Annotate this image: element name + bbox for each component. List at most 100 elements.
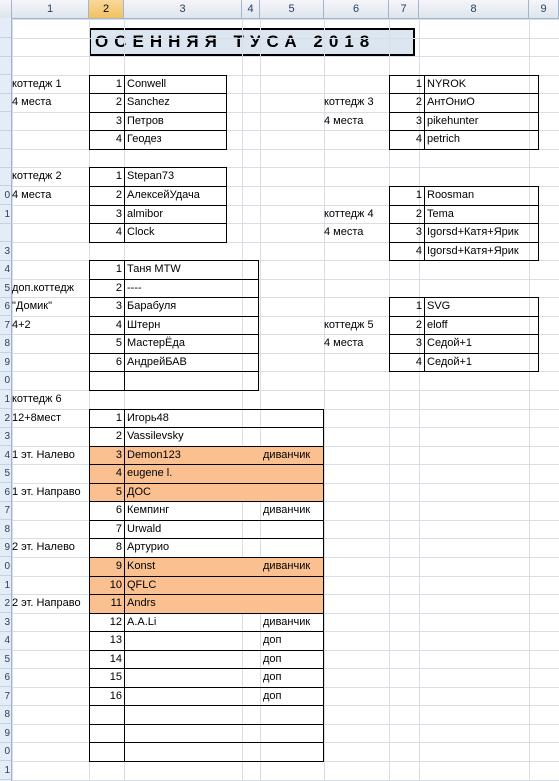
column-header-4[interactable]: 4 — [242, 0, 260, 18]
row-header[interactable] — [0, 75, 11, 94]
row-header[interactable] — [0, 93, 11, 113]
list-item-name[interactable] — [124, 668, 263, 687]
row-header[interactable] — [0, 130, 11, 150]
row-header[interactable]: 6 — [0, 483, 11, 502]
list-item-name[interactable]: Stepan73 — [127, 170, 175, 183]
row-header[interactable]: 3 — [0, 427, 11, 447]
row-header[interactable]: 0 — [0, 371, 11, 391]
list-item-note[interactable]: доп — [263, 634, 282, 647]
list-item-name[interactable]: Артурио — [127, 541, 170, 554]
list-item-number[interactable]: 2 — [415, 318, 422, 331]
list-item-name[interactable]: АнтОниО — [427, 96, 475, 109]
domik-quote[interactable]: "Домик" — [12, 300, 53, 313]
list-item-number[interactable]: 4 — [115, 133, 122, 146]
list-item-number[interactable]: 12 — [109, 615, 122, 628]
row-header[interactable] — [0, 223, 11, 243]
row-header[interactable]: 8 — [0, 520, 11, 539]
list-item-number[interactable]: 2 — [115, 188, 122, 201]
list-item-number[interactable]: 3 — [115, 207, 122, 220]
list-item-number[interactable]: 3 — [115, 300, 122, 313]
domik-label[interactable]: доп.коттедж — [12, 281, 74, 294]
list-item-number[interactable]: 14 — [109, 652, 122, 665]
column-header-2[interactable]: 2 — [89, 0, 124, 18]
list-item-number[interactable]: 6 — [115, 504, 122, 517]
floor-label[interactable]: 2 эт. Направо — [12, 597, 81, 610]
list-item-number[interactable]: 13 — [109, 634, 122, 647]
row-header[interactable]: 7 — [0, 687, 11, 706]
corner-header[interactable] — [0, 0, 12, 18]
list-item-number[interactable]: 16 — [109, 689, 122, 702]
list-item-name[interactable]: Roosman — [427, 188, 475, 201]
list-item-name[interactable]: Tema — [427, 207, 454, 220]
row-header[interactable]: 6 — [0, 297, 11, 317]
list-item-name[interactable]: Петров — [127, 114, 164, 127]
row-header[interactable]: 1 — [0, 576, 11, 595]
row-header[interactable]: 3 — [0, 242, 11, 261]
list-item-name[interactable]: ---- — [127, 281, 142, 294]
list-item-name[interactable]: SVG — [427, 300, 451, 313]
cottage3-places[interactable]: 4 места — [324, 114, 364, 127]
floor-label[interactable]: 1 эт. Направо — [12, 485, 81, 498]
list-item-number[interactable]: 2 — [115, 281, 122, 294]
cottage5-label[interactable]: коттедж 5 — [324, 318, 374, 331]
list-item-name[interactable]: ДОС — [127, 485, 151, 498]
cottage1-places[interactable]: 4 места — [12, 96, 52, 109]
cottage4-label[interactable]: коттедж 4 — [324, 207, 374, 220]
list-item-name[interactable]: Igorsd+Катя+Ярик — [427, 244, 519, 257]
list-item-number[interactable]: 9 — [115, 559, 122, 572]
list-item-name[interactable]: Andrs — [127, 597, 156, 610]
domik-places[interactable]: 4+2 — [12, 318, 31, 331]
list-item-number[interactable]: 7 — [115, 522, 122, 535]
list-item-name[interactable] — [124, 631, 263, 650]
row-header[interactable]: 5 — [0, 464, 11, 484]
list-item-name[interactable]: Седой+1 — [427, 337, 473, 350]
list-item-number[interactable]: 1 — [115, 263, 122, 276]
row-header[interactable]: 3 — [0, 613, 11, 632]
row-header[interactable] — [0, 38, 11, 57]
list-item-number[interactable]: 4 — [415, 355, 422, 368]
row-header[interactable]: 2 — [0, 409, 11, 428]
row-header[interactable]: 4 — [0, 631, 11, 651]
cottage2-label[interactable]: коттедж 2 — [12, 170, 62, 183]
list-item-number[interactable]: 4 — [415, 133, 422, 146]
cottage3-label[interactable]: коттедж 3 — [324, 96, 374, 109]
list-item-note[interactable]: диванчик — [263, 615, 311, 628]
list-item-name[interactable]: Konst — [127, 559, 156, 572]
page-title[interactable]: ОСЕННЯЯ ТУСА 2018 — [89, 28, 415, 56]
row-header[interactable]: 9 — [0, 724, 11, 743]
row-header[interactable]: 8 — [0, 705, 11, 725]
list-item-number[interactable]: 1 — [115, 77, 122, 90]
cottage4-places[interactable]: 4 места — [324, 226, 364, 239]
list-item-note[interactable]: диванчик — [263, 448, 311, 461]
list-item-number[interactable]: 3 — [115, 448, 122, 461]
cottage5-places[interactable]: 4 места — [324, 337, 364, 350]
row-header[interactable]: 0 — [0, 186, 11, 205]
row-header[interactable]: 1 — [0, 205, 11, 224]
list-item-number[interactable]: 10 — [109, 578, 122, 591]
column-header-6[interactable]: 6 — [324, 0, 389, 18]
row-header[interactable]: 4 — [0, 260, 11, 280]
cottage6-places[interactable]: 12+8мест — [12, 411, 61, 424]
row-header[interactable]: 8 — [0, 334, 11, 354]
list-item-note[interactable]: диванчик — [263, 504, 311, 517]
row-header[interactable] — [0, 56, 11, 76]
cottage2-places[interactable]: 4 места — [12, 188, 52, 201]
row-header[interactable] — [0, 112, 11, 131]
list-item-number[interactable]: 1 — [115, 411, 122, 424]
list-item-note[interactable]: доп — [263, 652, 282, 665]
list-item-number[interactable]: 11 — [110, 597, 122, 610]
list-item-name[interactable]: Таня MTW — [127, 263, 181, 276]
list-item-number[interactable]: 3 — [115, 114, 122, 127]
list-item-name[interactable]: Urwald — [127, 522, 162, 535]
list-item-note[interactable]: доп — [263, 689, 282, 702]
list-item-number[interactable]: 2 — [115, 96, 122, 109]
floor-label[interactable]: 1 эт. Налево — [12, 448, 75, 461]
list-item-name[interactable]: Штерн — [127, 318, 161, 331]
list-item-name[interactable]: Conwell — [127, 77, 167, 90]
column-header-9[interactable]: 9 — [529, 0, 559, 18]
row-header[interactable]: 6 — [0, 668, 11, 688]
column-header-5[interactable]: 5 — [260, 0, 324, 18]
list-item-number[interactable]: 6 — [115, 355, 122, 368]
list-item-number[interactable]: 3 — [415, 226, 422, 239]
